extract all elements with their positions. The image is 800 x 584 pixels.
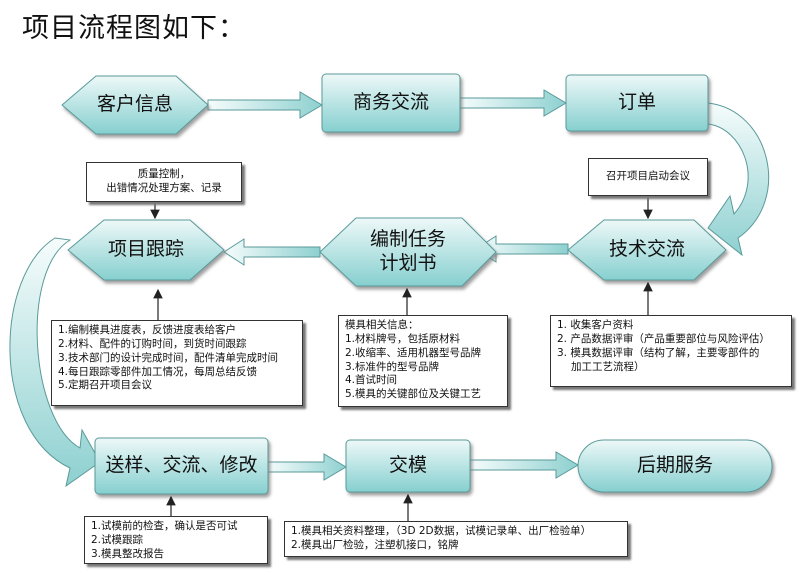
note-mold-info-line: 2.收缩率、适用机器型号品牌	[345, 346, 482, 359]
note-mold-info-line: 5.模具的关键部位及关键工艺	[345, 388, 482, 401]
note-delivery-line: 2.模具出厂检验，注塑机接口，铭牌	[291, 538, 459, 551]
note-tracking-line: 4.每日跟踪零部件加工情况，每周总结反馈	[58, 365, 258, 378]
note-kickoff-text: 召开项目启动会议	[606, 170, 690, 183]
node-task: 编制任务 计划书	[320, 218, 496, 286]
note-tracking: 1.编制模具进度表，反馈进度表给客户 2.材料、配件的订购时间，到货时间跟踪 3…	[51, 320, 303, 406]
note-mold-info-line: 3.标准件的型号品牌	[345, 360, 440, 373]
node-task-line1: 编制任务	[369, 228, 446, 251]
node-tracking-shape	[67, 219, 225, 281]
note-mold-info: 模具相关信息： 1.材料牌号，包括原材料 2.收缩率、适用机器型号品牌 3.标准…	[338, 315, 508, 407]
arrow-sample-to-delivery	[267, 453, 347, 481]
note-tracking-line: 1.编制模具进度表，反馈进度表给客户	[58, 324, 237, 336]
note-sample-line: 2.试模跟踪	[91, 533, 144, 546]
note-tech-line: 加工工艺流程）	[571, 360, 645, 373]
note-sample: 1.试模前的检查，确认是否可试 2.试模跟踪 3.模具整改报告	[84, 516, 268, 564]
node-delivery: 交模	[388, 454, 427, 477]
page-title: 项目流程图如下：	[22, 13, 246, 44]
note-mold-info-line: 1.材料牌号，包括原材料	[345, 332, 461, 345]
note-mold-info-line: 4.首试时间	[345, 374, 398, 387]
note-sample-line: 3.模具整改报告	[91, 547, 165, 560]
note-delivery-line: 1.模具相关资料整理，（3D 2D数据，试模记录单、出厂检验单）	[291, 525, 592, 537]
arrow-business-to-order	[459, 89, 567, 117]
note-quality: 质量控制， 出错情况处理方案、记录	[86, 162, 242, 202]
note-quality-line: 质量控制，	[137, 168, 191, 181]
node-business-shape	[321, 73, 461, 133]
note-tech-line: 2. 产品数据评审（产品重要部位与风险评估）	[557, 332, 770, 345]
note-tech: 1. 收集客户资料 2. 产品数据评审（产品重要部位与风险评估） 3. 模具数据…	[550, 315, 792, 387]
node-order: 订单	[617, 91, 656, 114]
node-order-shape	[565, 74, 709, 132]
node-customer-info: 客户信息	[96, 93, 173, 116]
node-sample: 送样、交流、修改	[105, 454, 258, 477]
note-tracking-line: 2.材料、配件的订购时间，到货时间跟踪	[58, 337, 247, 350]
arrow-customer-to-business	[207, 91, 323, 119]
note-tech-line: 3. 模具数据评审（结构了解，主要零部件的	[557, 346, 760, 359]
curved-arrow-tracking-to-sample	[9, 237, 101, 488]
node-service: 后期服务	[636, 454, 713, 477]
node-customer-info-shape	[61, 75, 209, 135]
arrow-delivery-to-service	[469, 451, 579, 479]
note-sample-line: 1.试模前的检查，确认是否可试	[91, 520, 238, 532]
note-tech-line: 1. 收集客户资料	[557, 319, 634, 331]
note-tracking-line: 5.定期召开项目会议	[58, 379, 153, 392]
arrow-task-to-tracking	[223, 238, 321, 266]
node-delivery-shape	[345, 439, 471, 493]
node-service-shape	[577, 439, 773, 493]
node-sample-shape	[94, 437, 269, 495]
node-task-shape	[319, 217, 497, 287]
node-task-line2: 计划书	[379, 252, 437, 274]
note-delivery: 1.模具相关资料整理，（3D 2D数据，试模记录单、出厂检验单） 2.模具出厂检…	[284, 521, 628, 557]
note-quality-line: 出错情况处理方案、记录	[106, 182, 222, 194]
note-tracking-line: 3.技术部门的设计完成时间，配件清单完成时间	[58, 351, 279, 364]
note-mold-info-line: 模具相关信息：	[345, 319, 419, 331]
node-tech: 技术交流	[608, 238, 685, 261]
node-tech-shape	[567, 219, 727, 281]
curved-arrow-order-to-tech	[707, 102, 770, 257]
node-business: 商务交流	[352, 91, 429, 114]
note-kickoff: 召开项目启动会议	[588, 158, 708, 196]
node-tracking: 项目跟踪	[107, 238, 184, 261]
